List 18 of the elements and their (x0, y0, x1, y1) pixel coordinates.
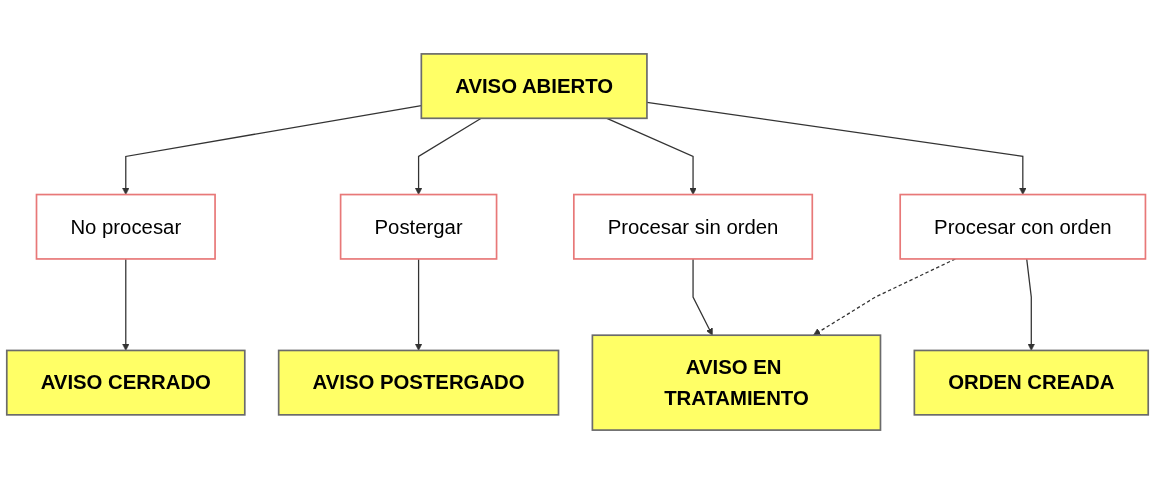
node-box: Postergar (339, 193, 498, 260)
node-box: ORDEN CREADA (913, 349, 1150, 416)
arrow (414, 117, 482, 195)
node-box: No procesar (35, 193, 216, 260)
node-box: Procesar sin orden (573, 193, 814, 260)
node-box: AVISO ABIERTO (420, 53, 648, 120)
arrow (122, 104, 422, 195)
node-box: AVISO POSTERGADO (277, 349, 560, 416)
arrow (122, 258, 130, 351)
node-box: AVISO CERRADO (5, 349, 246, 416)
node-box: Procesar con orden (899, 193, 1147, 260)
arrow (606, 117, 697, 195)
arrow (1026, 258, 1035, 351)
arrow (414, 258, 423, 351)
node-box: AVISO EN TRATAMIENTO (591, 334, 882, 431)
arrow (646, 101, 1027, 195)
arrow (813, 258, 956, 336)
arrow (692, 258, 713, 336)
